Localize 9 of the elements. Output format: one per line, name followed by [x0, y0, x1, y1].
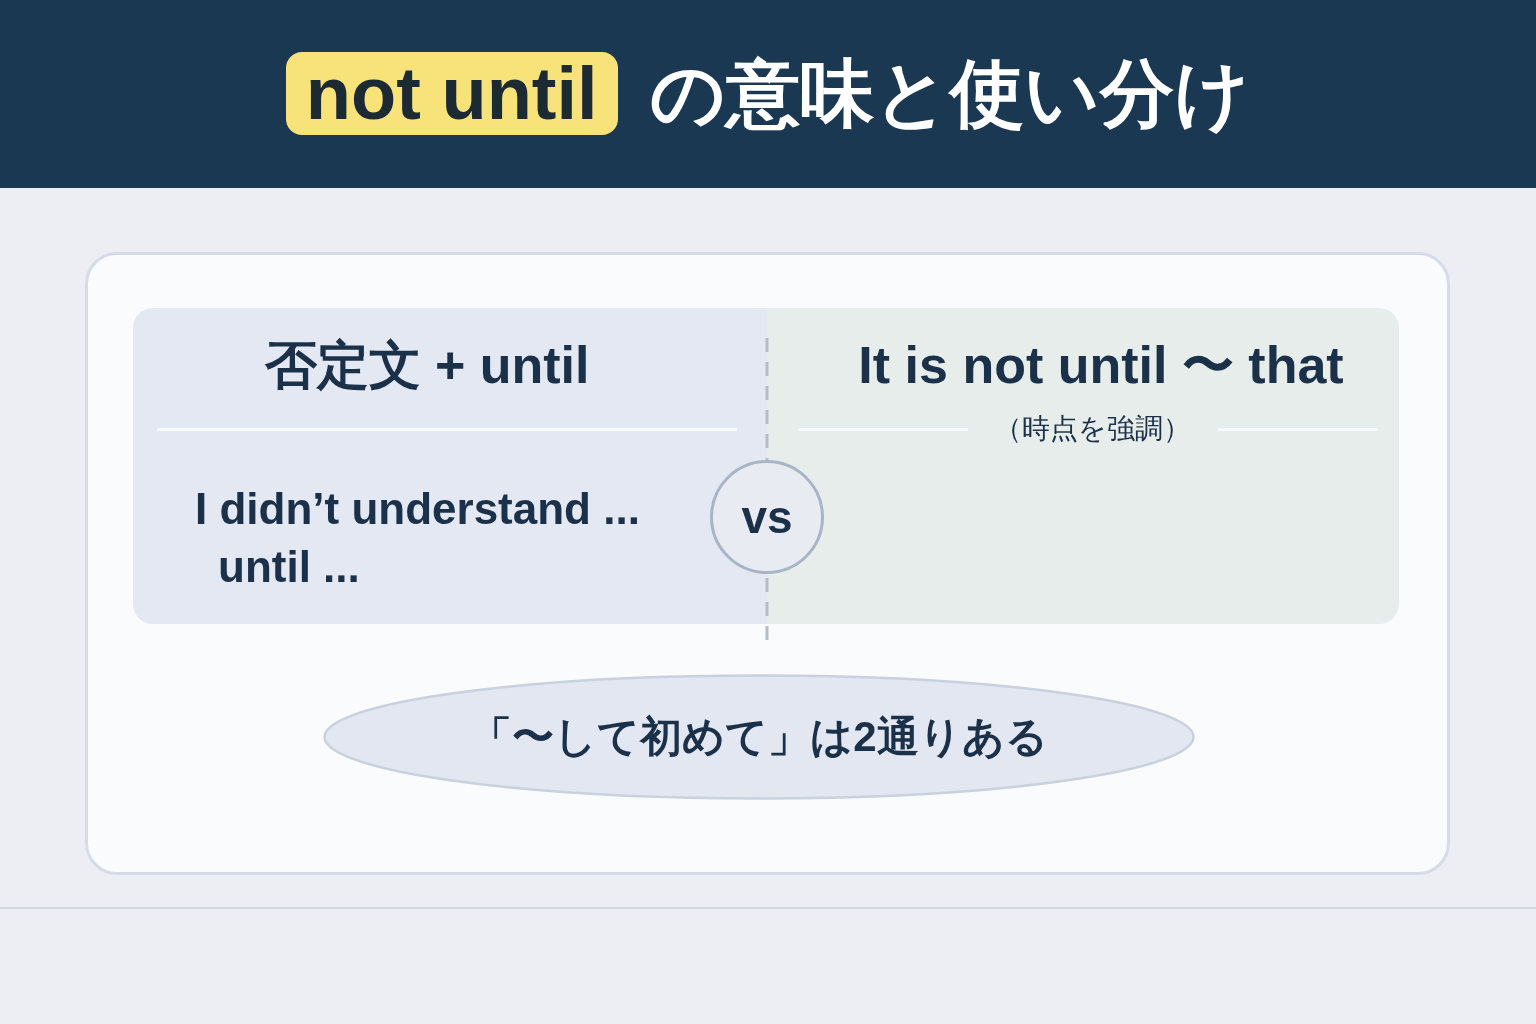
panel-heading: 否定文 + until	[264, 335, 590, 396]
vs-label: vs	[741, 494, 793, 540]
example-sentence: I didn’t understand ... until ...	[195, 483, 641, 593]
page-title: not until の意味と使い分け	[285, 46, 1251, 142]
summary-text: 「〜して初めて」は2通りある	[470, 713, 1048, 761]
summary-ellipse	[323, 674, 1195, 800]
content-card	[85, 252, 1450, 875]
panel-heading: It is not until 〜 that	[858, 335, 1344, 396]
subheading: （時点を強調）	[993, 412, 1191, 446]
